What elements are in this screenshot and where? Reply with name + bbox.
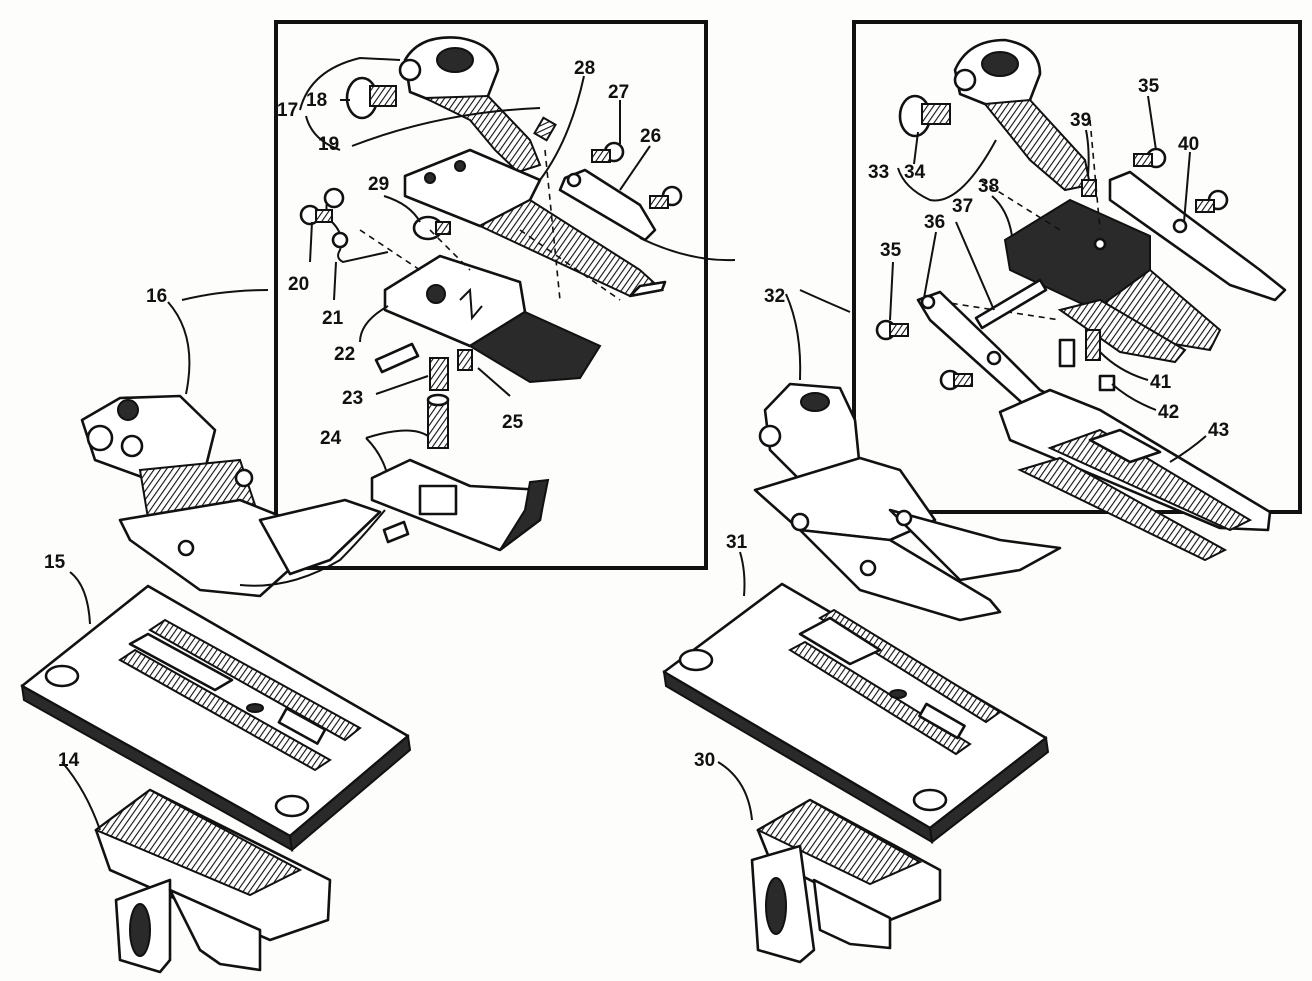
- left-guide-screw-lower: [649, 185, 683, 209]
- left-pin: [374, 342, 420, 374]
- callout-35-top: 35: [1138, 76, 1160, 97]
- callout-32: 32: [764, 286, 785, 307]
- callout-39: 39: [1070, 110, 1091, 131]
- right-slide-42: [1058, 338, 1116, 392]
- left-upper-foot: [403, 148, 667, 298]
- callout-31: 31: [726, 532, 748, 553]
- callout-43: 43: [1208, 420, 1229, 441]
- right-guide-screw-upper: [1133, 147, 1167, 169]
- right-guide-bar: [1108, 170, 1287, 302]
- right-guide-screw-lower: [1195, 189, 1229, 213]
- right-pin-37: [974, 278, 1048, 330]
- left-hinge-screw: [299, 204, 333, 226]
- callout-29: 29: [368, 174, 389, 195]
- callout-21: 21: [322, 308, 344, 329]
- left-foot-body: [383, 254, 602, 384]
- right-screw-35-lower: [875, 319, 909, 341]
- right-feed-dog: [750, 798, 942, 964]
- callout-19: 19: [318, 134, 339, 155]
- callout-26: 26: [640, 126, 661, 147]
- callout-37: 37: [952, 196, 973, 217]
- left-spring-24: [426, 393, 450, 449]
- callout-42: 42: [1158, 402, 1179, 423]
- right-assembled-presser-foot: [753, 382, 1062, 622]
- callout-33: 33: [868, 162, 889, 183]
- left-feed-dog: [93, 788, 332, 974]
- right-spring-41: [1085, 329, 1101, 361]
- callout-20: 20: [288, 274, 309, 295]
- right-lower-foot: [998, 388, 1272, 562]
- left-assembled-presser-foot: [80, 394, 386, 598]
- callout-38: 38: [978, 176, 999, 197]
- callout-36: 36: [924, 212, 945, 233]
- left-screw-29: [412, 215, 451, 241]
- callout-22: 22: [334, 344, 355, 365]
- left-set-screw: [533, 116, 557, 142]
- right-screw-lower: [939, 369, 973, 391]
- callout-23: 23: [342, 388, 363, 409]
- callout-24: 24: [320, 428, 342, 449]
- right-presser-bar-clamp: [953, 38, 1092, 192]
- callout-30: 30: [694, 750, 715, 771]
- callout-14: 14: [58, 750, 80, 771]
- callout-41: 41: [1150, 372, 1172, 393]
- callout-34: 34: [904, 162, 926, 183]
- left-callouts: 14 15 16 17 18 19 20 21 22 23 24 25 26 2…: [44, 58, 661, 771]
- callout-28: 28: [574, 58, 595, 79]
- callout-15: 15: [44, 552, 66, 573]
- left-throat-plate: [20, 584, 412, 852]
- callout-27: 27: [608, 82, 629, 103]
- leader-lines: [61, 56, 1207, 831]
- left-guide-bar: [558, 168, 736, 262]
- callout-16: 16: [146, 286, 167, 307]
- callout-25: 25: [502, 412, 524, 433]
- left-presser-bar-clamp: [398, 36, 542, 174]
- right-exploded-view-frame: [852, 20, 1302, 514]
- left-slide: [429, 357, 449, 391]
- right-thumb-screw: [898, 94, 951, 138]
- right-callouts: 30 31 32 33 34 35 35 36 37 38 39 40 41 4…: [694, 76, 1229, 771]
- callout-18: 18: [306, 90, 327, 111]
- left-hinge-spring: [323, 187, 389, 264]
- callout-35-left: 35: [880, 240, 902, 261]
- left-thumb-screw: [345, 76, 397, 120]
- left-spring-25: [457, 349, 473, 371]
- left-exploded-view-frame: [274, 20, 708, 570]
- left-lower-foot: [370, 458, 550, 552]
- left-guide-screw-upper: [591, 141, 625, 163]
- right-throat-plate: [662, 582, 1050, 844]
- callout-40: 40: [1178, 134, 1199, 155]
- callout-17: 17: [277, 100, 298, 121]
- right-set-screw-39: [1081, 179, 1097, 197]
